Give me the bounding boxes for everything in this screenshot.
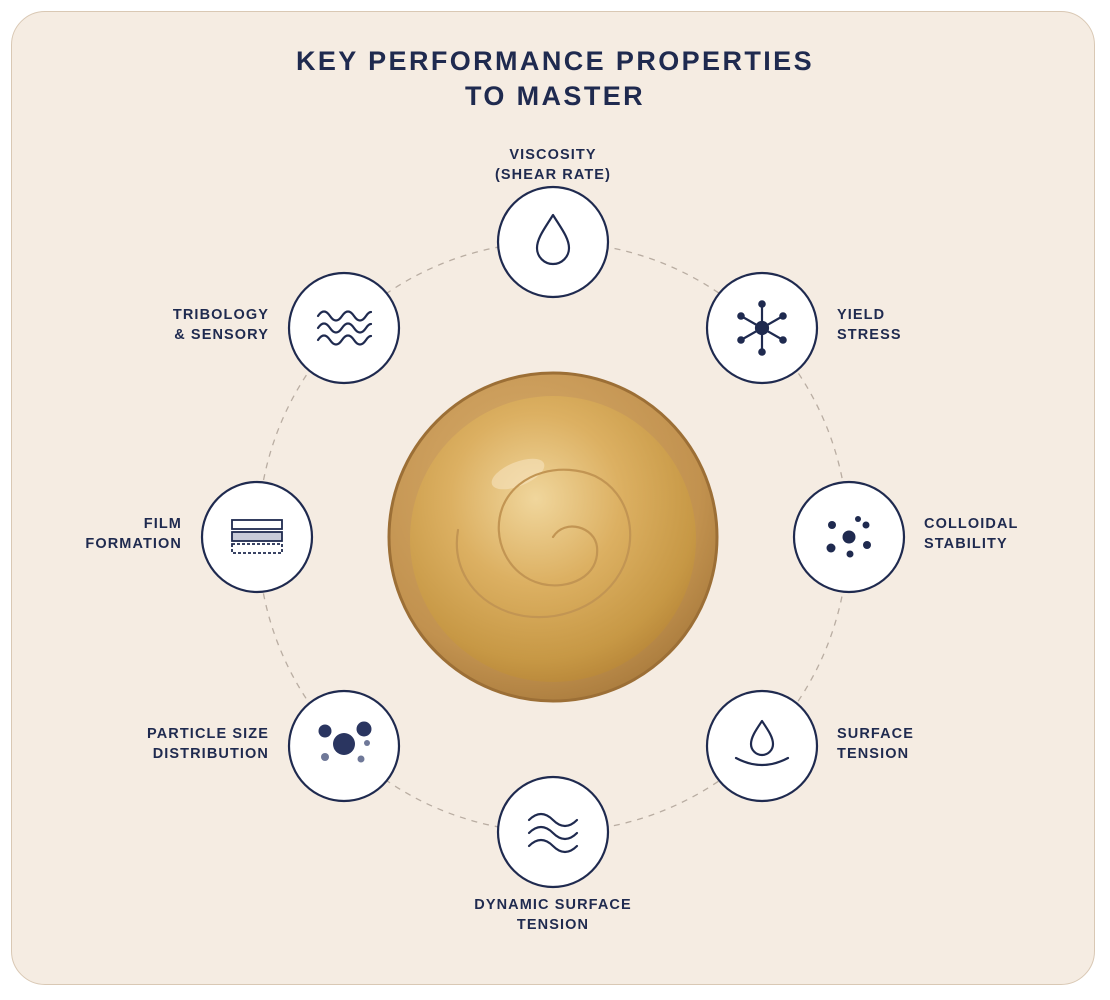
viscosity-node [496,185,610,299]
particle-size-distribution-node [287,689,401,803]
infographic-title: KEY PERFORMANCE PROPERTIES TO MASTER [0,44,1110,114]
sphere-swirl [455,468,632,619]
colloidal-stability-node [792,480,906,594]
yield-stress-node [705,271,819,385]
dynamic-surface-tension-node [496,775,610,889]
dispersed-dots-icon [826,516,871,558]
label-viscosity: VISCOSITY (SHEAR RATE) [494,147,612,183]
label-yield-stress: YIELD STRESS [837,307,902,343]
sphere-highlight [491,458,545,490]
triple-wave-icon [316,310,373,346]
label-particle-size-distribution: PARTICLE SIZE DISTRIBUTION [147,726,269,762]
droplet-icon [535,213,571,266]
label-film-formation: FILM FORMATION [85,516,182,552]
title-line-1: KEY PERFORMANCE PROPERTIES [296,46,814,76]
film-formation-node [200,480,314,594]
drop-on-surface-icon [734,719,790,767]
label-dynamic-surface-tension: DYNAMIC SURFACE TENSION [474,897,632,933]
label-colloidal-stability: COLLOIDAL STABILITY [924,516,1019,552]
stacked-layers-icon [231,519,283,554]
label-tribology-sensory: TRIBOLOGY & SENSORY [172,307,269,343]
particles-icon [318,721,372,763]
central-sphere [387,371,719,703]
tribology-sensory-node [287,271,401,385]
surface-tension-node [705,689,819,803]
label-surface-tension: SURFACE TENSION [837,726,914,762]
title-line-2: TO MASTER [464,81,646,111]
network-node-icon [737,300,787,356]
waves-icon [527,812,579,854]
